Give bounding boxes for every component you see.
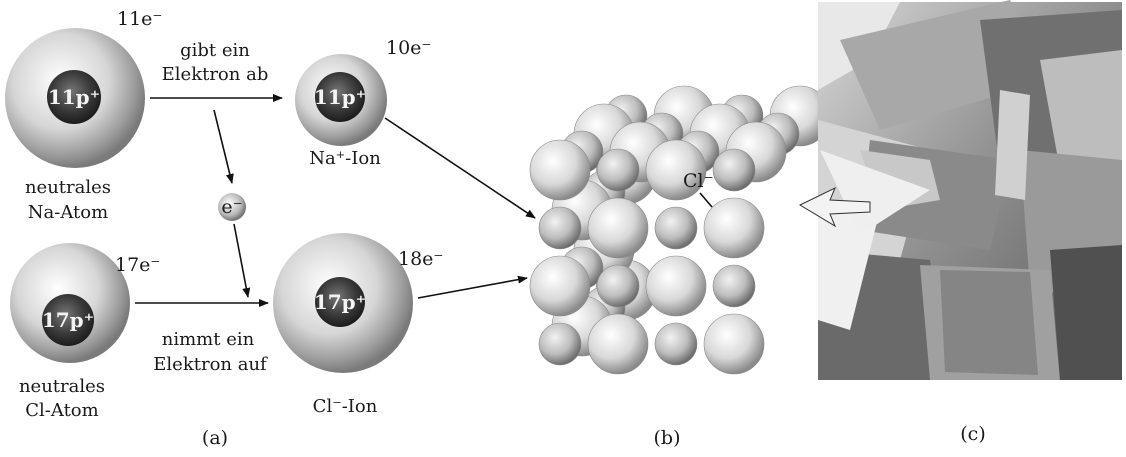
lattice-na-ion: [539, 323, 581, 365]
lattice-na-ion: [539, 207, 581, 249]
cl-atom-label-line2: Cl-Atom: [25, 400, 98, 421]
lattice-cl-ion: [530, 140, 590, 200]
cl-atom-label-line1: neutrales: [19, 376, 105, 397]
electron-capture-arrow: [234, 224, 248, 297]
electron-release-arrow: [214, 110, 232, 183]
crystal-cl-pointer: [700, 193, 712, 207]
crystal-photo: [818, 0, 1122, 380]
na-ion-electron-count: 10e⁻: [386, 37, 431, 59]
panel-a: 11p⁺ 11e⁻ neutrales Na-Atom gibt ein Ele…: [5, 8, 535, 449]
na-atom-core-label: 11p⁺: [48, 85, 100, 109]
lattice-na-ion: [655, 323, 697, 365]
lattice-na-ion: [713, 149, 755, 191]
na-atom-label-line1: neutrales: [25, 177, 111, 198]
panel-b: Cl⁻ (b): [530, 86, 830, 449]
lattice-cl-ion: [704, 314, 764, 374]
electron-label: e⁻: [221, 196, 242, 218]
cl-atom-core-label: 17p⁺: [42, 308, 94, 332]
lattice-na-ion: [655, 207, 697, 249]
na-ion-label: Na⁺-Ion: [309, 148, 381, 169]
na-to-crystal-arrow: [385, 118, 535, 218]
lattice-cl-ion: [530, 256, 590, 316]
lattice-cl-ion: [646, 256, 706, 316]
cl-atom: 17p⁺ 17e⁻ neutrales Cl-Atom: [10, 243, 160, 421]
lattice-cl-ion: [704, 198, 764, 258]
lattice-na-ion: [597, 149, 639, 191]
take-electron-label-line1: nimmt ein: [162, 329, 255, 350]
panel-b-caption: (b): [654, 427, 681, 449]
cl-ion-electron-count: 18e⁻: [398, 248, 443, 270]
lattice-na-ion: [597, 265, 639, 307]
crystal-cl-ion-label: Cl⁻: [683, 170, 714, 192]
na-atom: 11p⁺ 11e⁻ neutrales Na-Atom: [5, 8, 162, 223]
nacl-lattice: [530, 86, 830, 374]
cl-to-crystal-arrow: [418, 278, 527, 298]
na-atom-label-line2: Na-Atom: [28, 202, 108, 223]
cl-ion-label: Cl⁻-Ion: [313, 396, 378, 417]
cl-atom-electron-count: 17e⁻: [115, 254, 160, 276]
panel-c-caption: (c): [960, 423, 985, 445]
panel-c: (c): [800, 0, 1122, 445]
lattice-na-ion: [713, 265, 755, 307]
take-electron-label-line2: Elektron auf: [153, 354, 268, 375]
cl-ion-core-label: 17p⁺: [314, 290, 366, 314]
give-electron-label-line2: Elektron ab: [162, 64, 269, 85]
give-electron-label-line1: gibt ein: [180, 40, 250, 61]
lattice-cl-ion: [588, 314, 648, 374]
na-ion-core-label: 11p⁺: [314, 85, 366, 109]
panel-a-caption: (a): [202, 427, 228, 449]
lattice-cl-ion: [588, 198, 648, 258]
na-ion: 11p⁺ 10e⁻ Na⁺-Ion: [295, 37, 431, 169]
cl-ion: 17p⁺ 18e⁻ Cl⁻-Ion: [273, 233, 443, 417]
na-atom-electron-count: 11e⁻: [117, 8, 162, 30]
